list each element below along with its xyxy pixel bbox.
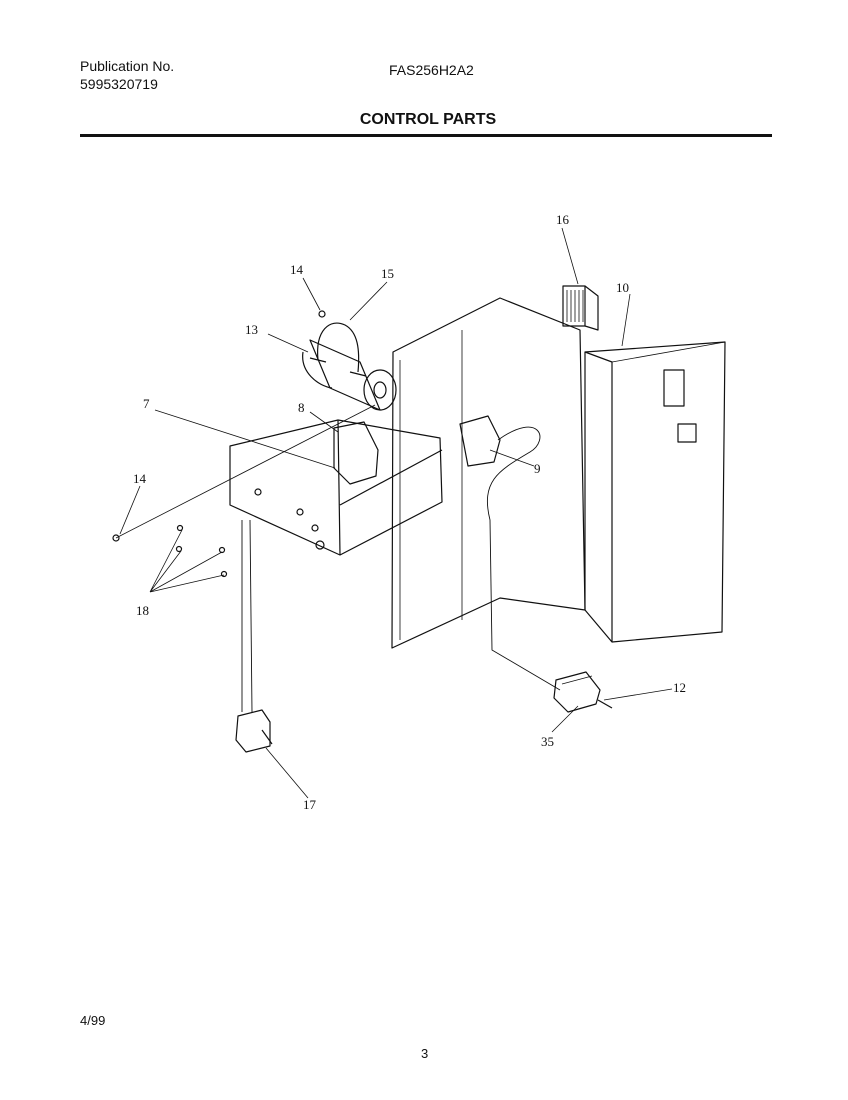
page-number: 3: [421, 1046, 429, 1061]
publication-label: Publication No.: [80, 58, 175, 74]
callout-17: 17: [303, 797, 317, 812]
callout-14-left: 14: [133, 471, 147, 486]
leader-lines: [115, 227, 673, 799]
screw-18b: [175, 545, 183, 553]
screw-18a: [176, 524, 184, 532]
title-rule: [80, 134, 772, 137]
screw-18c: [218, 546, 226, 554]
callout-7: 7: [143, 396, 150, 411]
publication-number: 5995320719: [80, 76, 158, 92]
callout-35: 35: [541, 734, 554, 749]
callout-13: 13: [245, 322, 258, 337]
page-title: CONTROL PARTS: [359, 111, 497, 128]
control-housing: [584, 341, 726, 643]
wire-harness-12: [486, 426, 561, 691]
capacitor-13: [302, 339, 397, 411]
switch-9: [459, 415, 501, 467]
callout-18: 18: [136, 603, 149, 618]
screw-18d: [220, 570, 228, 578]
revision-date: 4/99: [80, 1013, 106, 1028]
switch-8: [333, 421, 379, 485]
plug-35: [553, 671, 613, 713]
mounting-panel: [391, 297, 586, 649]
screw-14-left: [112, 534, 120, 542]
strap-15: [317, 322, 360, 373]
wire-harness-17: [241, 519, 253, 713]
connector-16: [562, 285, 599, 331]
callout-10: 10: [616, 280, 629, 295]
housing-window-bottom: [677, 423, 697, 443]
callout-15: 15: [381, 266, 394, 281]
plug-17: [235, 709, 273, 753]
callout-12: 12: [673, 680, 686, 695]
bracket-7: [229, 419, 443, 556]
screw-14-top: [318, 310, 326, 318]
callout-9: 9: [534, 461, 541, 476]
model-number: FAS256H2A2: [389, 62, 474, 78]
callout-8: 8: [298, 400, 305, 415]
callout-16: 16: [556, 212, 570, 227]
housing-window-top: [663, 369, 685, 407]
callout-14-top: 14: [290, 262, 304, 277]
